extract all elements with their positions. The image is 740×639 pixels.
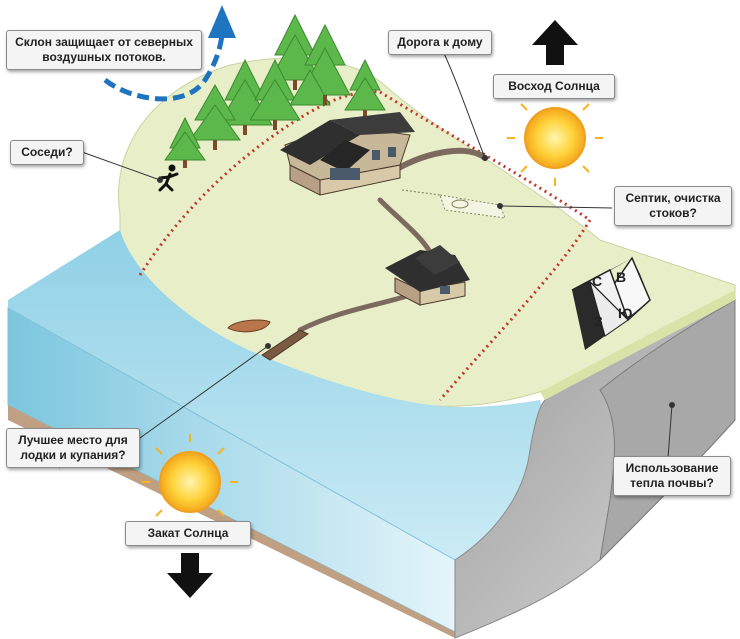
compass-east-label: В [616,269,626,285]
slope-label: Склон защищает от северных воздушных пот… [6,30,202,70]
compass-north-label: С [592,273,602,289]
main-house-icon [280,112,415,196]
compass-south-label: Ю [618,305,632,321]
wind-arrow-icon [103,5,236,102]
guest-house-icon [385,245,470,306]
sunset-sun-icon [142,434,238,530]
boundary-right [379,90,593,401]
running-man-icon [158,164,179,192]
arrow-down-icon [167,553,213,598]
road-path [392,147,488,173]
boundary-left [138,90,381,276]
sunset-label: Закат Солнца [125,521,251,546]
arrow-up-icon [532,20,578,65]
sunrise-sun-icon [507,90,603,186]
sunrise-label: Восход Солнца [493,74,615,99]
leader-lines [81,44,675,459]
septic-label: Септик, очистка стоков? [614,186,732,226]
neighbors-label: Соседи? [10,140,84,165]
road-label: Дорога к дому [388,30,492,55]
tree-icon [164,13,386,168]
grass-edge-right [540,290,735,400]
lake-surface [8,230,555,632]
boat-label: Лучшее место для лодки и купания? [6,428,140,468]
garden-path [377,197,433,255]
boat-icon [227,319,309,361]
beach-path [297,292,413,333]
compass-icon: С В З Ю [571,256,651,350]
compass-west-label: З [594,313,603,329]
geothermal-label: Использование тепла почвы? [613,456,731,496]
